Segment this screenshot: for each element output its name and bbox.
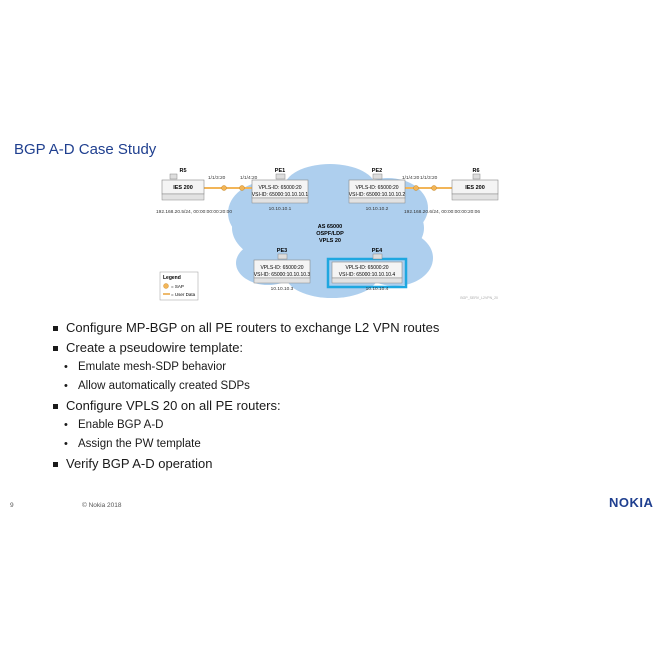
r5-service: IES 200 [173,185,193,191]
r5-info: 192.168.20.5/24, 00:00:00:00:20:00 [156,209,232,215]
pe3-address: 10.10.10.3 [271,286,294,292]
cloud-vpls-label: VPLS 20 [319,238,341,244]
router-pe3 [253,253,311,284]
r5-port: 1/1/3:20 [208,175,226,181]
figure-id: BGP_SERV_L2VPN_20 [460,296,498,300]
sub-bullet-item: Assign the PW template [50,435,650,454]
pe4-address: 10.10.10.4 [366,286,389,292]
network-diagram: R5 IES 200 192.168.20.5/24, 00:00:00:00:… [150,158,510,306]
router-pe2 [348,173,406,204]
bullet-list: Configure MP-BGP on all PE routers to ex… [50,318,650,474]
pe4-vpls-id: VPLS-ID: 65000:20 [345,265,388,271]
cloud-as-label: AS 65000 [318,224,342,230]
router-pe1 [251,173,309,204]
r6-info: 192.168.20.6/24, 00:00:00:00:20:06 [404,209,480,215]
legend-user-data: = User Data [171,292,196,297]
pe3-label: PE3 [277,248,287,254]
pe1-port: 1/1/4:20 [240,175,258,181]
bullet-item: Configure MP-BGP on all PE routers to ex… [50,318,650,338]
bullet-item: Create a pseudowire template: [50,338,650,358]
r6-port: 1/1/3:20 [420,175,438,181]
r6-service: IES 200 [465,185,485,191]
page-number: 9 [10,502,14,509]
pe2-vpls-id: VPLS-ID: 65000:20 [355,185,398,191]
pe1-address: 10.10.10.1 [269,206,292,212]
slide-title: BGP A-D Case Study [14,141,157,158]
r5-label: R5 [179,168,186,174]
pe2-port: 1/1/4:20 [402,175,420,181]
pe4-vsi-id: VSI-ID: 65000:10.10.10.4 [339,272,396,278]
pe3-vsi-id: VSI-ID: 65000:10.10.10.3 [254,272,311,278]
copyright-text: © Nokia 2018 [82,502,122,509]
pe1-vsi-id: VSI-ID: 65000:10.10.10.1 [252,192,309,198]
bullet-item: Verify BGP A-D operation [50,454,650,474]
legend-sap: = SAP [171,284,184,289]
router-pe4 [326,253,408,289]
pe2-vsi-id: VSI-ID: 65000:10.10.10.2 [349,192,406,198]
sub-bullet-item: Allow automatically created SDPs [50,377,650,396]
router-r6 [451,173,499,201]
pe1-vpls-id: VPLS-ID: 65000:20 [258,185,301,191]
bullet-item: Configure VPLS 20 on all PE routers: [50,396,650,416]
nokia-logo: NOKIA [609,495,654,510]
r6-label: R6 [472,168,479,174]
cloud-igp-label: OSPF/LDP [316,231,344,237]
diagram-legend [159,271,199,301]
sap-markers [221,185,437,191]
pe4-label: PE4 [372,248,383,254]
pe2-label: PE2 [372,168,382,174]
sub-bullet-item: Emulate mesh-SDP behavior [50,358,650,377]
legend-title: Legend [163,275,181,281]
network-diagram-svg: R5 IES 200 192.168.20.5/24, 00:00:00:00:… [156,164,499,301]
pe3-vpls-id: VPLS-ID: 65000:20 [260,265,303,271]
sub-bullet-item: Enable BGP A-D [50,416,650,435]
router-r5 [161,173,205,201]
pe1-label: PE1 [275,168,285,174]
pe2-address: 10.10.10.2 [366,206,389,212]
